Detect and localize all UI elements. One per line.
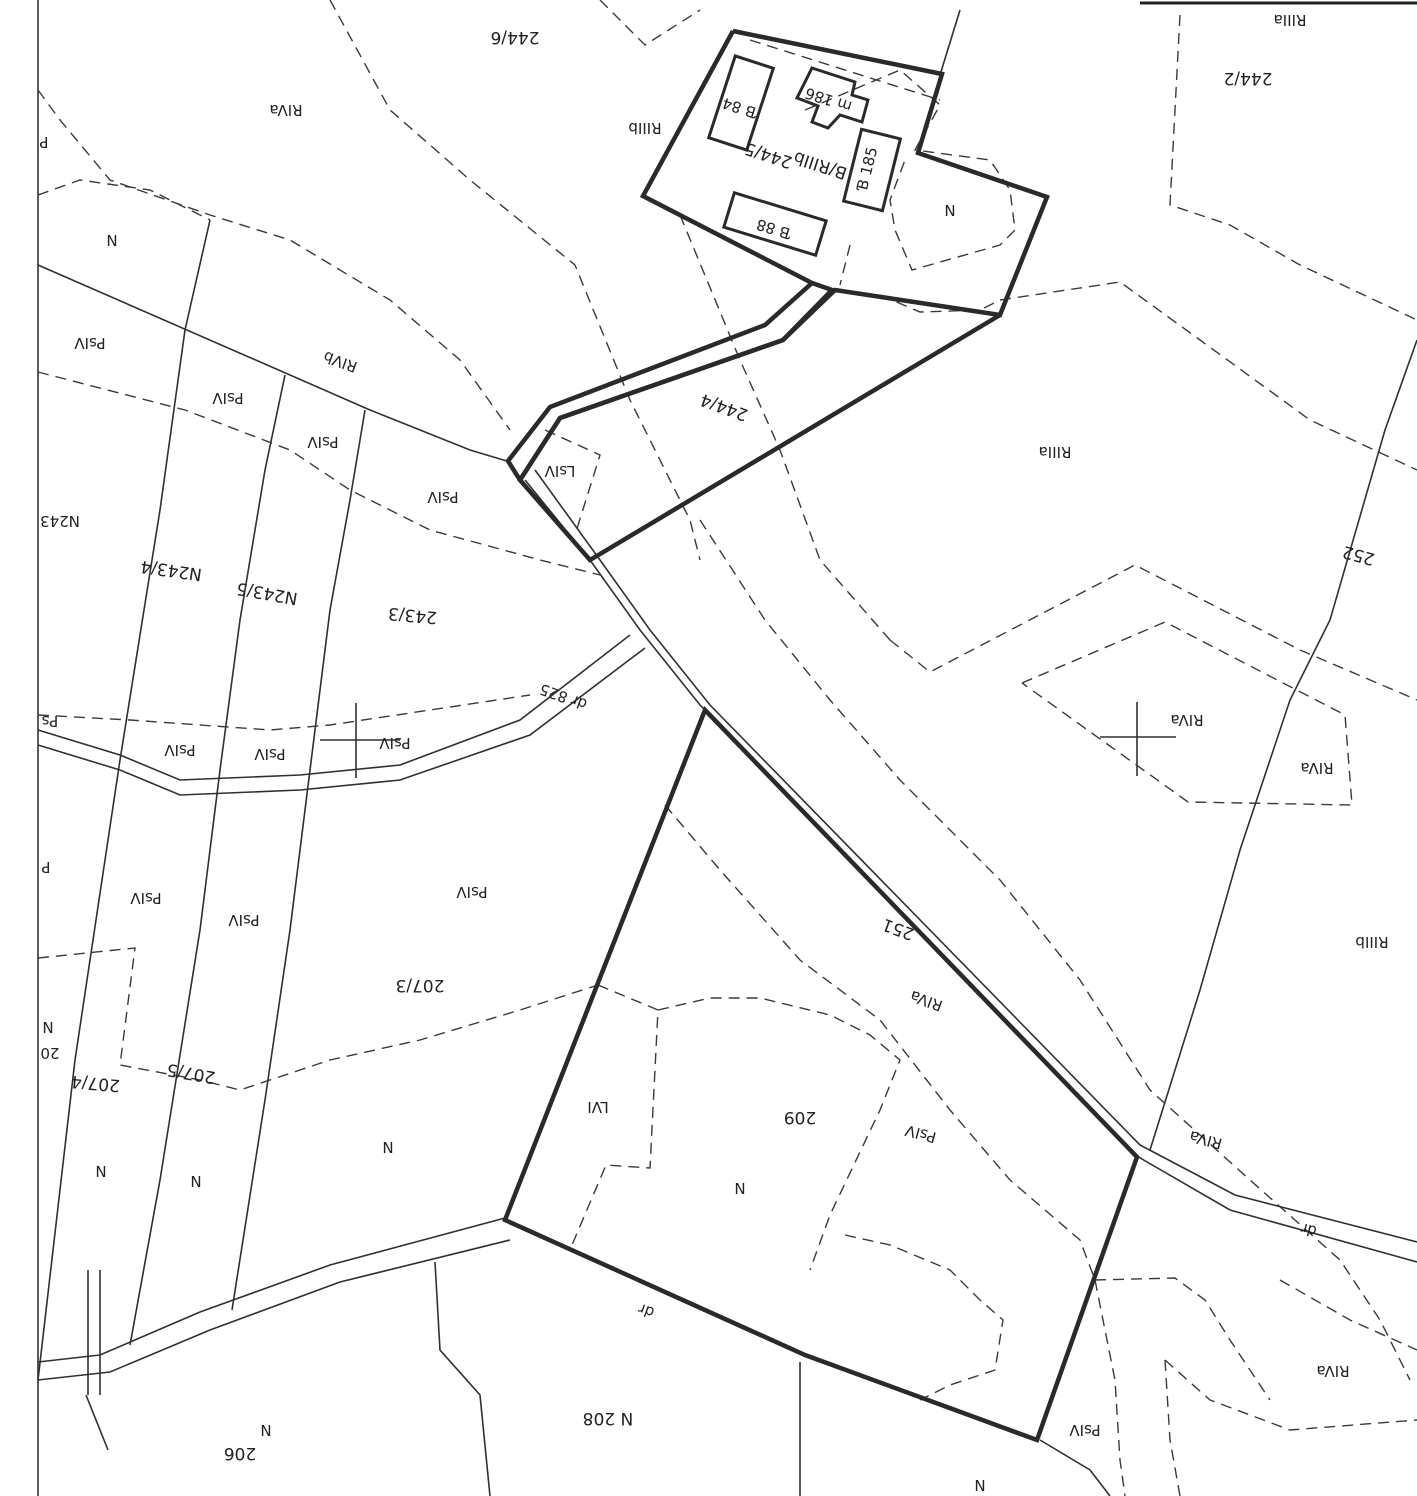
label-psiv-1: PsIV [74,334,106,352]
parcel-209-outline [502,705,1140,1443]
label-riiib-right: RIIIb [1355,933,1388,951]
label-n-207-a: N [382,1138,393,1156]
label-psiv-9: PsIV [228,911,260,929]
label-riiib-top: RIIIb [628,119,661,137]
label-dr-right: dr [1298,1219,1319,1241]
buildings [706,54,903,258]
label-building-186: m 186 [803,84,854,116]
label-psiv-10: PsIV [456,883,488,901]
label-psiv-7: PsIV [379,734,411,752]
label-n243-edge: N243 [40,512,80,530]
building-186 [794,66,870,130]
label-207-3: 207/3 [396,975,445,995]
label-psiv-6: PsIV [254,745,286,763]
label-n243-5: N243/5 [235,578,299,608]
label-244-2: 244/2 [1224,68,1273,88]
label-209: 209 [784,1107,816,1127]
label-20-edge: 20 [40,1044,59,1062]
label-243-3: 243/3 [387,603,438,627]
land-use-boundaries [37,0,1417,1496]
label-psiv-4: PsIV [427,488,459,506]
label-n-east: N [944,201,955,219]
label-psiv-209: PsIV [903,1121,939,1147]
label-riva-251: RIVa [908,987,945,1015]
label-rivb: RIVb [321,347,360,376]
label-206: 206 [224,1443,256,1463]
label-riva-road: RIVa [1187,1127,1224,1153]
map-labels: 244/6 244/2 RIIIa RIVa RIIIb Ɓ 84 m 186 … [39,11,1388,1494]
label-n-edge: N [42,1018,53,1036]
label-psiv-2: PsIV [212,389,244,407]
label-psiv-br: PsIV [1069,1421,1101,1439]
label-n-207-c: N [190,1172,201,1190]
building-185 [841,127,903,213]
label-riva-right: RIVa [1300,759,1333,777]
label-lvi: LVI [587,1098,608,1116]
parcel-boundaries [37,9,1417,1496]
label-dr-lower: dr [635,1299,657,1322]
label-lsiv: LsIV [544,462,576,480]
building-84 [706,54,776,152]
label-n-bottom: N [974,1476,985,1494]
label-riiia-top: RIIIa [1274,11,1307,29]
label-n-left-top: N [106,231,117,249]
building-88 [721,190,829,258]
label-207-5: 207/5 [165,1059,217,1087]
label-244-6: 244/6 [491,27,540,47]
label-building-84: Ɓ 84 [720,94,760,122]
label-dr-825: dr 825 [537,680,589,714]
label-251: 251 [880,914,917,944]
label-riva-br: RIVa [1316,1362,1349,1380]
label-riiia-mid: RIIIa [1039,443,1072,461]
label-207-4: 207/4 [70,1071,121,1095]
label-b-riiib: B/RIIIb [791,147,850,183]
label-psiv-5: PsIV [164,741,196,759]
label-psiv-8: PsIV [130,889,162,907]
label-p-edge-1: P [39,133,48,151]
label-n-206: N [260,1421,271,1439]
parcel-244-5-outline [517,28,1050,563]
label-n-209: N [734,1179,745,1197]
label-p-edge-2: P [41,858,50,876]
label-riva-top: RIVa [269,101,302,119]
label-244-4: 244/4 [698,389,751,425]
label-psiv-3: PsIV [307,433,339,451]
label-ps-edge: Ps [42,712,59,730]
label-208: N 208 [583,1408,634,1428]
label-244-5: 244/5 [742,138,795,172]
highlighted-parcels [502,28,1140,1443]
label-riva-patch: RIVa [1170,711,1203,729]
label-n-207-b: N [95,1162,106,1180]
